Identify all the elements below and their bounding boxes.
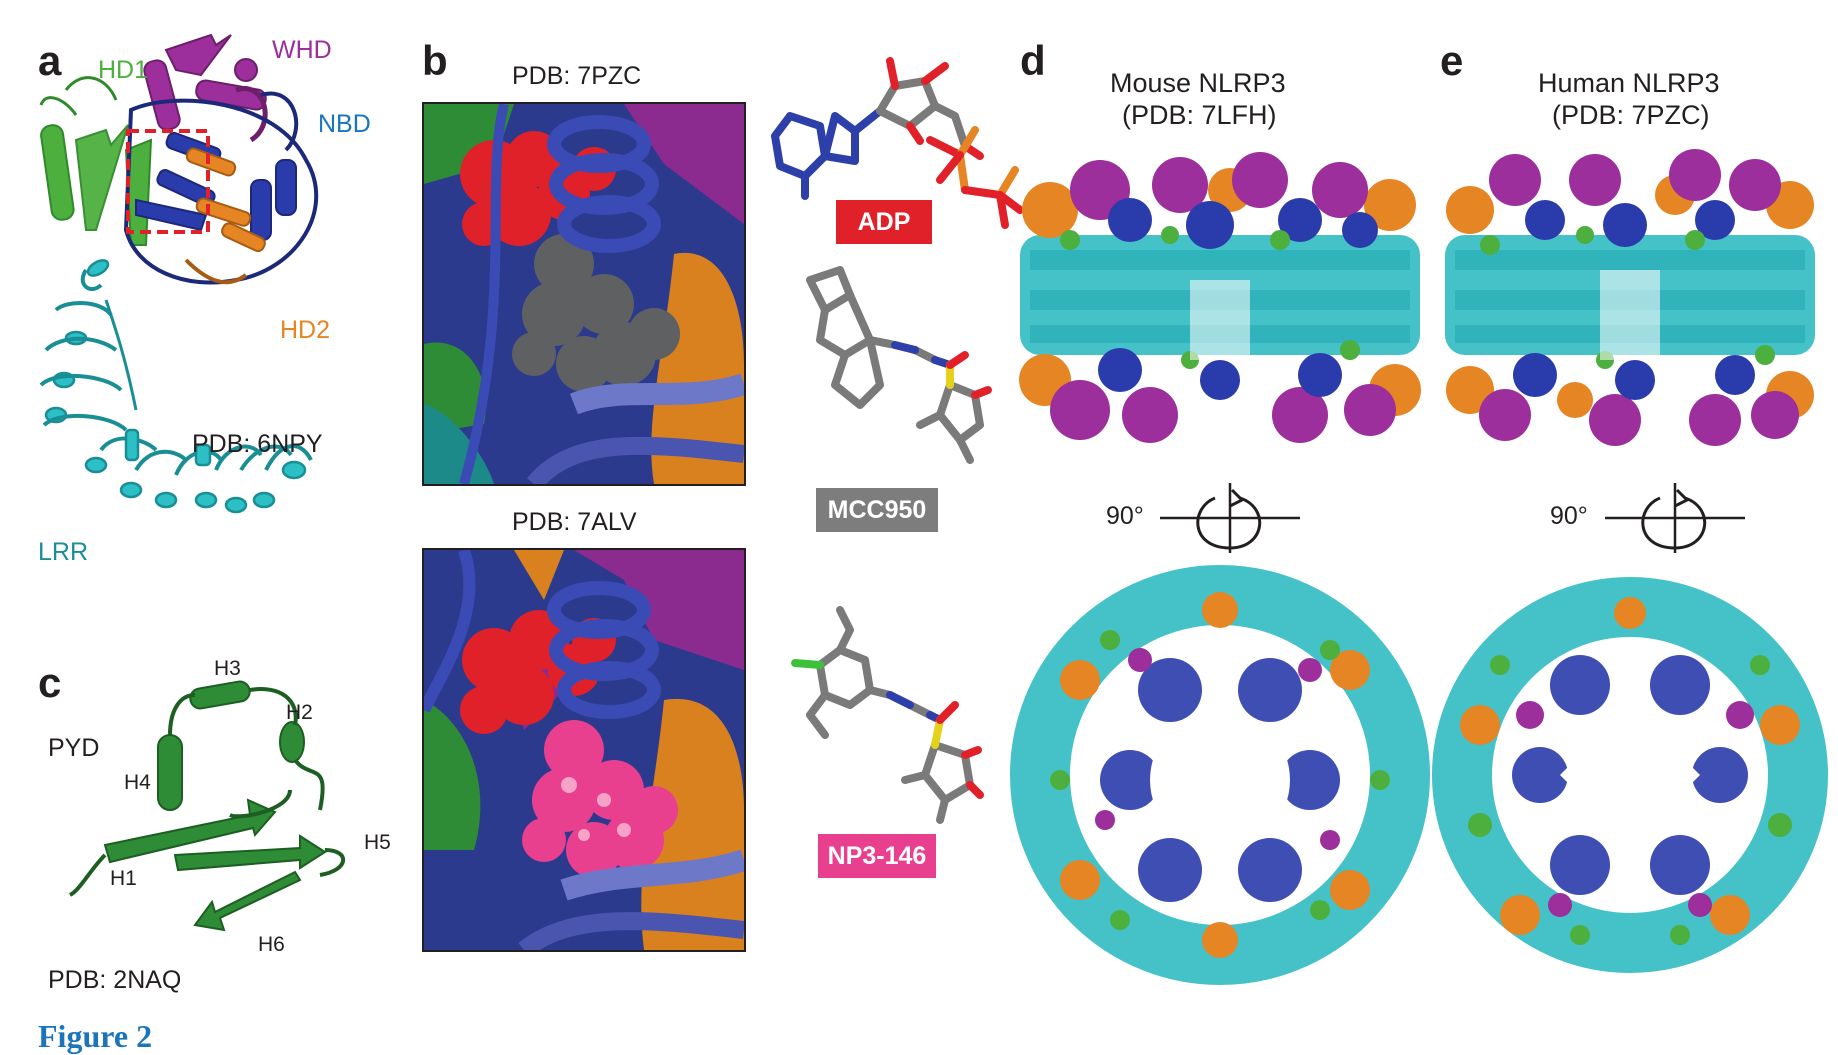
hd1-domain [39, 76, 153, 246]
hd2-label: HD2 [280, 316, 331, 344]
h6-label: H6 [258, 933, 285, 956]
human-nlrp3-side-view [1445, 149, 1815, 446]
panel-b-bottom-pdb: PDB: 7ALV [512, 508, 637, 536]
adp-np3-146-binding-box [422, 548, 746, 952]
lrr-label: LRR [38, 538, 89, 566]
panel-d-rotation-label: 90° [1106, 502, 1144, 530]
np3-146-badge: NP3-146 [818, 834, 936, 878]
np3-146-molecule [791, 606, 984, 824]
panel-d-letter: d [1020, 37, 1046, 84]
whd-domain [143, 33, 268, 143]
panel-e-letter: e [1440, 37, 1464, 84]
adp-badge: ADP [836, 200, 932, 244]
panel-c-structure [68, 680, 346, 932]
panel-e-title-line2: (PDB: 7PZC) [1552, 100, 1710, 130]
panel-e-title-line1: Human NLRP3 [1538, 68, 1720, 98]
h4-label: H4 [124, 771, 151, 794]
binding-site-box [126, 129, 210, 234]
panel-e-rotation-label: 90° [1550, 502, 1588, 530]
adp-mcc950-binding-box [422, 102, 746, 486]
h2-label: H2 [286, 701, 313, 724]
human-nlrp3-top-view [1432, 577, 1828, 973]
mouse-nlrp3-side-view [1019, 152, 1421, 443]
panel-d-title-line2: (PDB: 7LFH) [1122, 100, 1277, 130]
hd1-label: HD1 [98, 56, 149, 84]
mcc950-badge: MCC950 [816, 488, 938, 532]
panel-c-pdb-label: PDB: 2NAQ [48, 966, 182, 994]
panel-a-pdb-label: PDB: 6NPY [192, 430, 323, 458]
lrr-domain [39, 259, 313, 514]
h5-label: H5 [364, 831, 391, 854]
h3-label: H3 [214, 657, 241, 680]
panel-e-rotation-arrow [1605, 483, 1745, 553]
h1-label: H1 [110, 867, 137, 890]
whd-label: WHD [272, 36, 332, 64]
panel-d-rotation-arrow [1160, 483, 1300, 553]
panel-b-top-pdb: PDB: 7PZC [512, 62, 642, 90]
nbd-label: NBD [318, 110, 371, 138]
mcc950-molecule [806, 266, 992, 464]
panel-b-letter: b [422, 37, 448, 84]
hd2-domain [184, 147, 266, 285]
panel-a-structure [39, 33, 319, 514]
adp-phosphate [926, 126, 1024, 229]
panel-d-title-line1: Mouse NLRP3 [1110, 68, 1286, 98]
mouse-nlrp3-top-view [1010, 565, 1430, 985]
pyd-label: PYD [48, 734, 100, 762]
panel-c-letter: c [38, 659, 62, 706]
nbd-domain [123, 91, 319, 285]
panel-a-letter: a [38, 37, 62, 84]
figure-caption: Figure 2 [38, 1018, 153, 1054]
